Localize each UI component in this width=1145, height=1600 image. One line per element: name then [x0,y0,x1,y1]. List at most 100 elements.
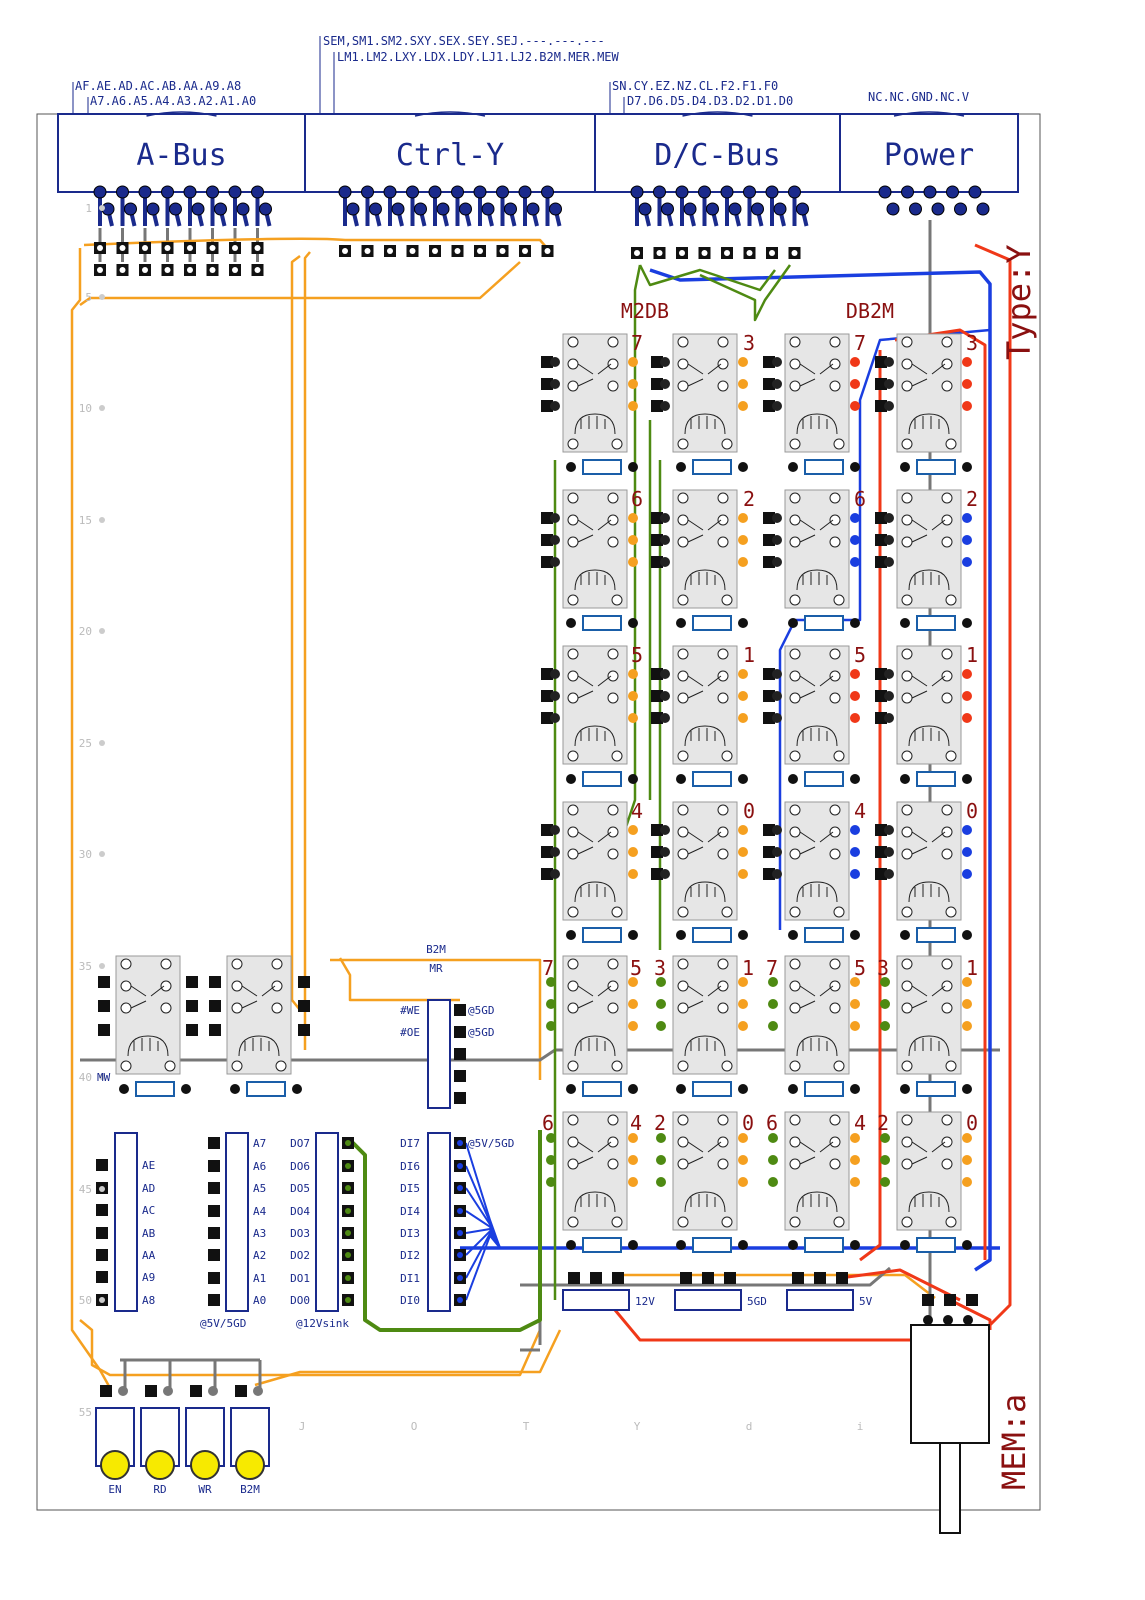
do-label: DO1 [290,1272,310,1285]
pad-square [541,378,553,390]
pad-round [884,691,894,701]
connector-title: A-Bus [136,138,226,173]
pad-square [612,1272,624,1284]
pad-round [884,669,894,679]
pad-round [628,999,638,1009]
relay-coil-turns [690,1038,716,1051]
pad-square [541,556,553,568]
diode-pad [292,1084,302,1094]
di-label: DI6 [400,1160,420,1173]
pad-round [660,669,670,679]
pad-round [850,977,860,987]
db2m-digit: 2 [966,487,978,511]
relay-contact [721,1216,733,1228]
pad-hole [232,267,238,273]
pad-square [96,1159,108,1171]
pad-square [541,690,553,702]
pad-hole [97,245,103,251]
grid-dot [99,963,105,969]
pad-round [772,557,782,567]
pad-round [772,401,782,411]
pad-round [884,401,894,411]
pad-round [738,513,748,523]
header-pin [720,185,734,199]
diode-pad [962,618,972,628]
header-pin [206,185,219,199]
pad-square [651,400,663,412]
relay-contact [941,514,953,526]
db2m-digit: 5 [854,643,866,667]
pad-round [628,1155,638,1165]
relay-contact [607,980,619,992]
a-high-label: AC [142,1204,155,1217]
pad-round [546,977,556,987]
pad-round [962,557,972,567]
header-pin [518,185,532,199]
diode [804,927,844,943]
trace-orange [303,251,311,1050]
pad-square [298,1000,310,1012]
diode-pad [962,1084,972,1094]
pad-hole [457,1230,463,1236]
pad-square [763,846,775,858]
pad-round [660,557,670,567]
diode-pad [676,774,686,784]
pad-round [550,401,560,411]
pad-round [660,847,670,857]
pad-round [962,1021,972,1031]
pad-round [962,825,972,835]
relay-contact [164,1060,176,1072]
m2db-digit: 7 [631,331,643,355]
grid-dot [99,628,105,634]
pad-round [253,1386,263,1396]
relay-coil-turns [802,572,828,585]
pad-round [656,1155,666,1165]
m2db-digit: 2 [743,487,755,511]
di-label: DI7 [400,1137,420,1150]
relay-contact [941,336,953,348]
relay-coil-turns [914,728,940,741]
grid-dot [99,1297,105,1303]
relay-coil-turns [802,1038,828,1051]
pad-square [651,356,663,368]
diode [692,1081,732,1097]
trace-orange [290,255,301,1011]
relay-grid [784,333,860,475]
relay-body [562,333,628,453]
relay-contact [789,648,801,660]
lower-digit: 1 [966,956,978,980]
do-note: @12Vsink [296,1317,349,1330]
relay-contact [945,906,957,918]
relay-body [896,955,962,1075]
relay-contact [567,536,579,548]
relay-contact [677,536,689,548]
lower-digit: 7 [766,956,778,980]
relay-contact [677,750,689,762]
relay-contact [789,670,801,682]
pad-round [738,535,748,545]
pad-round [850,713,860,723]
relay-contact [607,1136,619,1148]
row-number: 15 [79,514,92,527]
pad-square [651,556,663,568]
pad-square [208,1227,220,1239]
relay-body [672,333,738,453]
pad-round [628,669,638,679]
pad-round [738,713,748,723]
col-letter: Y [634,1420,641,1433]
relay-coil-turns [802,1194,828,1207]
col-letter: J [299,1420,306,1433]
diode [692,615,732,631]
header-pin [909,202,922,216]
pad-hole [187,245,193,251]
grid-dot [99,1186,105,1192]
pad-hole [342,248,348,254]
gnd-label: @5GD [468,1026,495,1039]
pad-round [656,1177,666,1187]
header-pin [428,185,442,199]
header-pin [675,185,689,199]
abus-label-low: A7.A6.A5.A4.A3.A2.A1.A0 [90,94,256,108]
pad-square [96,1204,108,1216]
diode-pad [628,930,638,940]
diode-pad [788,1240,798,1250]
